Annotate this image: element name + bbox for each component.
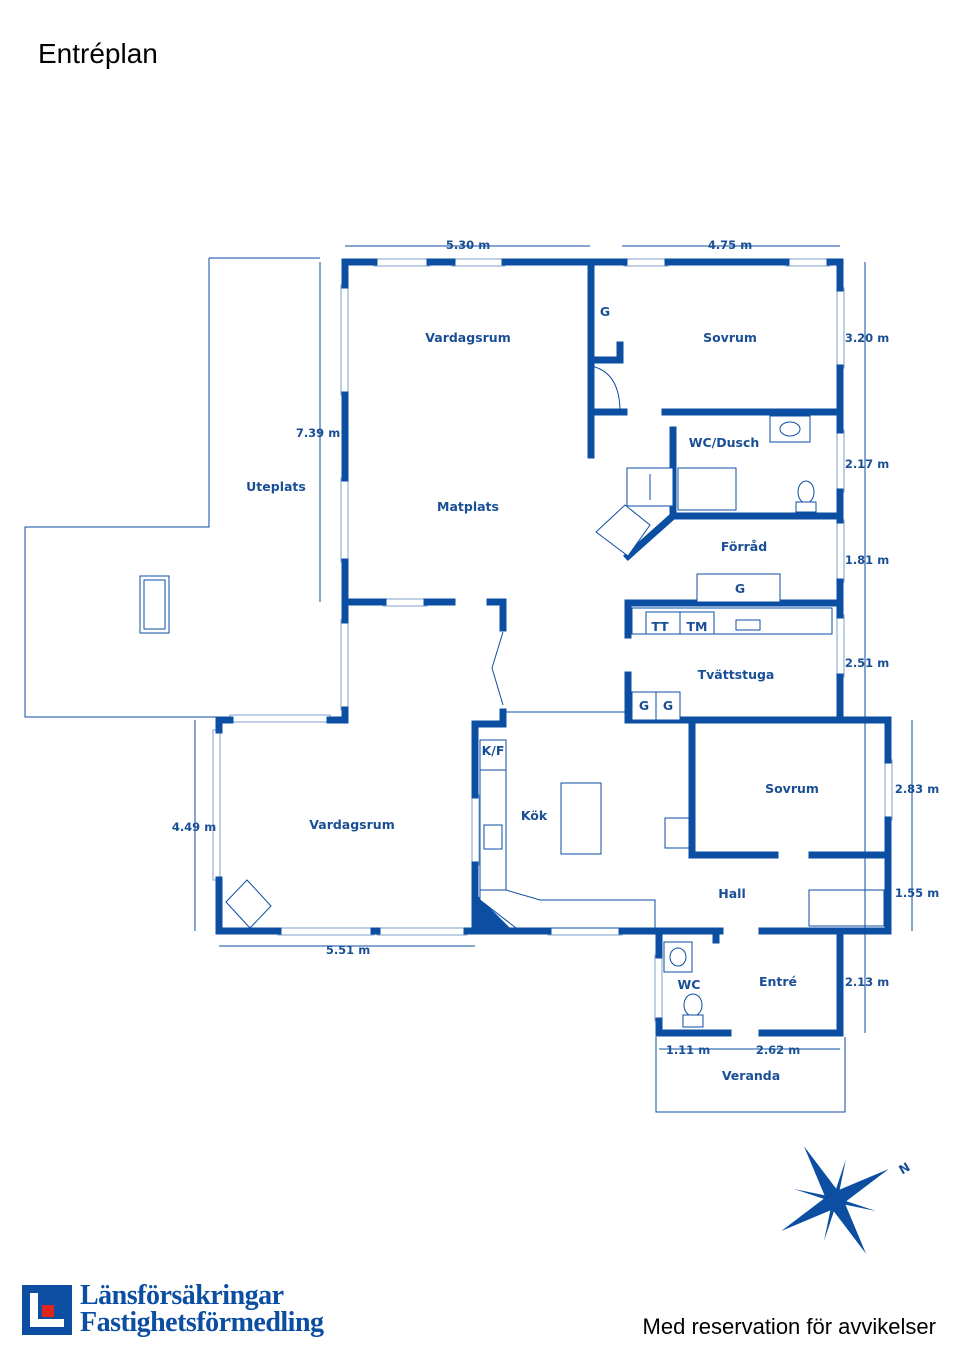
bench	[139, 575, 170, 634]
dim-r7: 2.13 m	[845, 975, 889, 989]
dim-top-left: 5.30 m	[446, 238, 490, 252]
fixtures	[225, 365, 885, 1113]
logo-line1: Länsförsäkringar	[80, 1280, 284, 1311]
room-vardagsrum-top: Vardagsrum	[425, 330, 510, 345]
dim-left-tall: 7.39 m	[296, 426, 340, 440]
room-matplats: Matplats	[437, 499, 499, 514]
dim-bottom-left: 5.51 m	[326, 943, 370, 957]
room-tvattstuga: Tvättstuga	[698, 667, 775, 682]
corner-shower	[595, 504, 651, 557]
fireplace	[225, 879, 272, 929]
page-title: Entréplan	[38, 38, 158, 69]
terrace-outline	[24, 257, 320, 718]
label-kf: K/F	[482, 743, 505, 758]
storage-g	[696, 573, 781, 603]
label-tt: TT	[651, 619, 669, 634]
room-wc: WC	[678, 977, 701, 992]
compass-rose-icon	[781, 1146, 889, 1254]
dim-b2: 2.62 m	[756, 1043, 800, 1057]
dim-r6: 1.55 m	[895, 886, 939, 900]
dim-left-bottom: 4.49 m	[172, 820, 216, 834]
sink-wc	[663, 941, 693, 973]
logo-mark-icon	[22, 1285, 72, 1335]
label-tm: TM	[687, 619, 708, 634]
wardrobe	[664, 817, 690, 849]
room-g-forrad: G	[735, 581, 745, 596]
dim-b1: 1.11 m	[666, 1043, 710, 1057]
room-sovrum-top: Sovrum	[703, 330, 757, 345]
bathtub	[677, 467, 737, 511]
room-g-top: G	[600, 304, 610, 319]
room-vardagsrum-bottom: Vardagsrum	[309, 817, 394, 832]
dimension-lines	[194, 245, 913, 1050]
room-wc-dusch: WC/Dusch	[689, 435, 760, 450]
room-uteplats: Uteplats	[246, 479, 306, 494]
toilet-wc-dusch	[797, 480, 815, 504]
kitchen-counter-bottom	[479, 889, 656, 929]
dim-r4: 2.51 m	[845, 656, 889, 670]
fridge	[479, 739, 507, 771]
label-g1: G	[639, 698, 649, 713]
logo-text: Länsförsäkringar Fastighetsförmedling	[80, 1280, 324, 1338]
dim-r2: 2.17 m	[845, 457, 889, 471]
room-veranda: Veranda	[722, 1068, 780, 1083]
dim-r3: 1.81 m	[845, 553, 889, 567]
dim-r1: 3.20 m	[845, 331, 889, 345]
room-labels: Vardagsrum Sovrum G WC/Dusch Uteplats Ma…	[246, 304, 819, 1083]
label-g2: G	[663, 698, 673, 713]
room-entre: Entré	[759, 974, 797, 989]
sink-wc-dusch	[769, 415, 811, 443]
logo-line2: Fastighetsförmedling	[80, 1307, 324, 1338]
hall-bench	[808, 889, 885, 927]
footer-disclaimer: Med reservation för avvikelser	[642, 1314, 936, 1339]
room-kok: Kök	[521, 808, 548, 823]
kitchen-island	[560, 782, 602, 855]
dim-top-right: 4.75 m	[708, 238, 752, 252]
room-forrad: Förråd	[721, 539, 767, 554]
dim-r5: 2.83 m	[895, 782, 939, 796]
room-hall: Hall	[718, 886, 745, 901]
compass-north-label: N	[896, 1159, 913, 1177]
room-sovrum-right: Sovrum	[765, 781, 819, 796]
dimension-labels: 5.30 m 4.75 m 3.20 m 7.39 m 2.17 m 1.81 …	[172, 238, 939, 1057]
toilet-wc	[683, 993, 703, 1017]
